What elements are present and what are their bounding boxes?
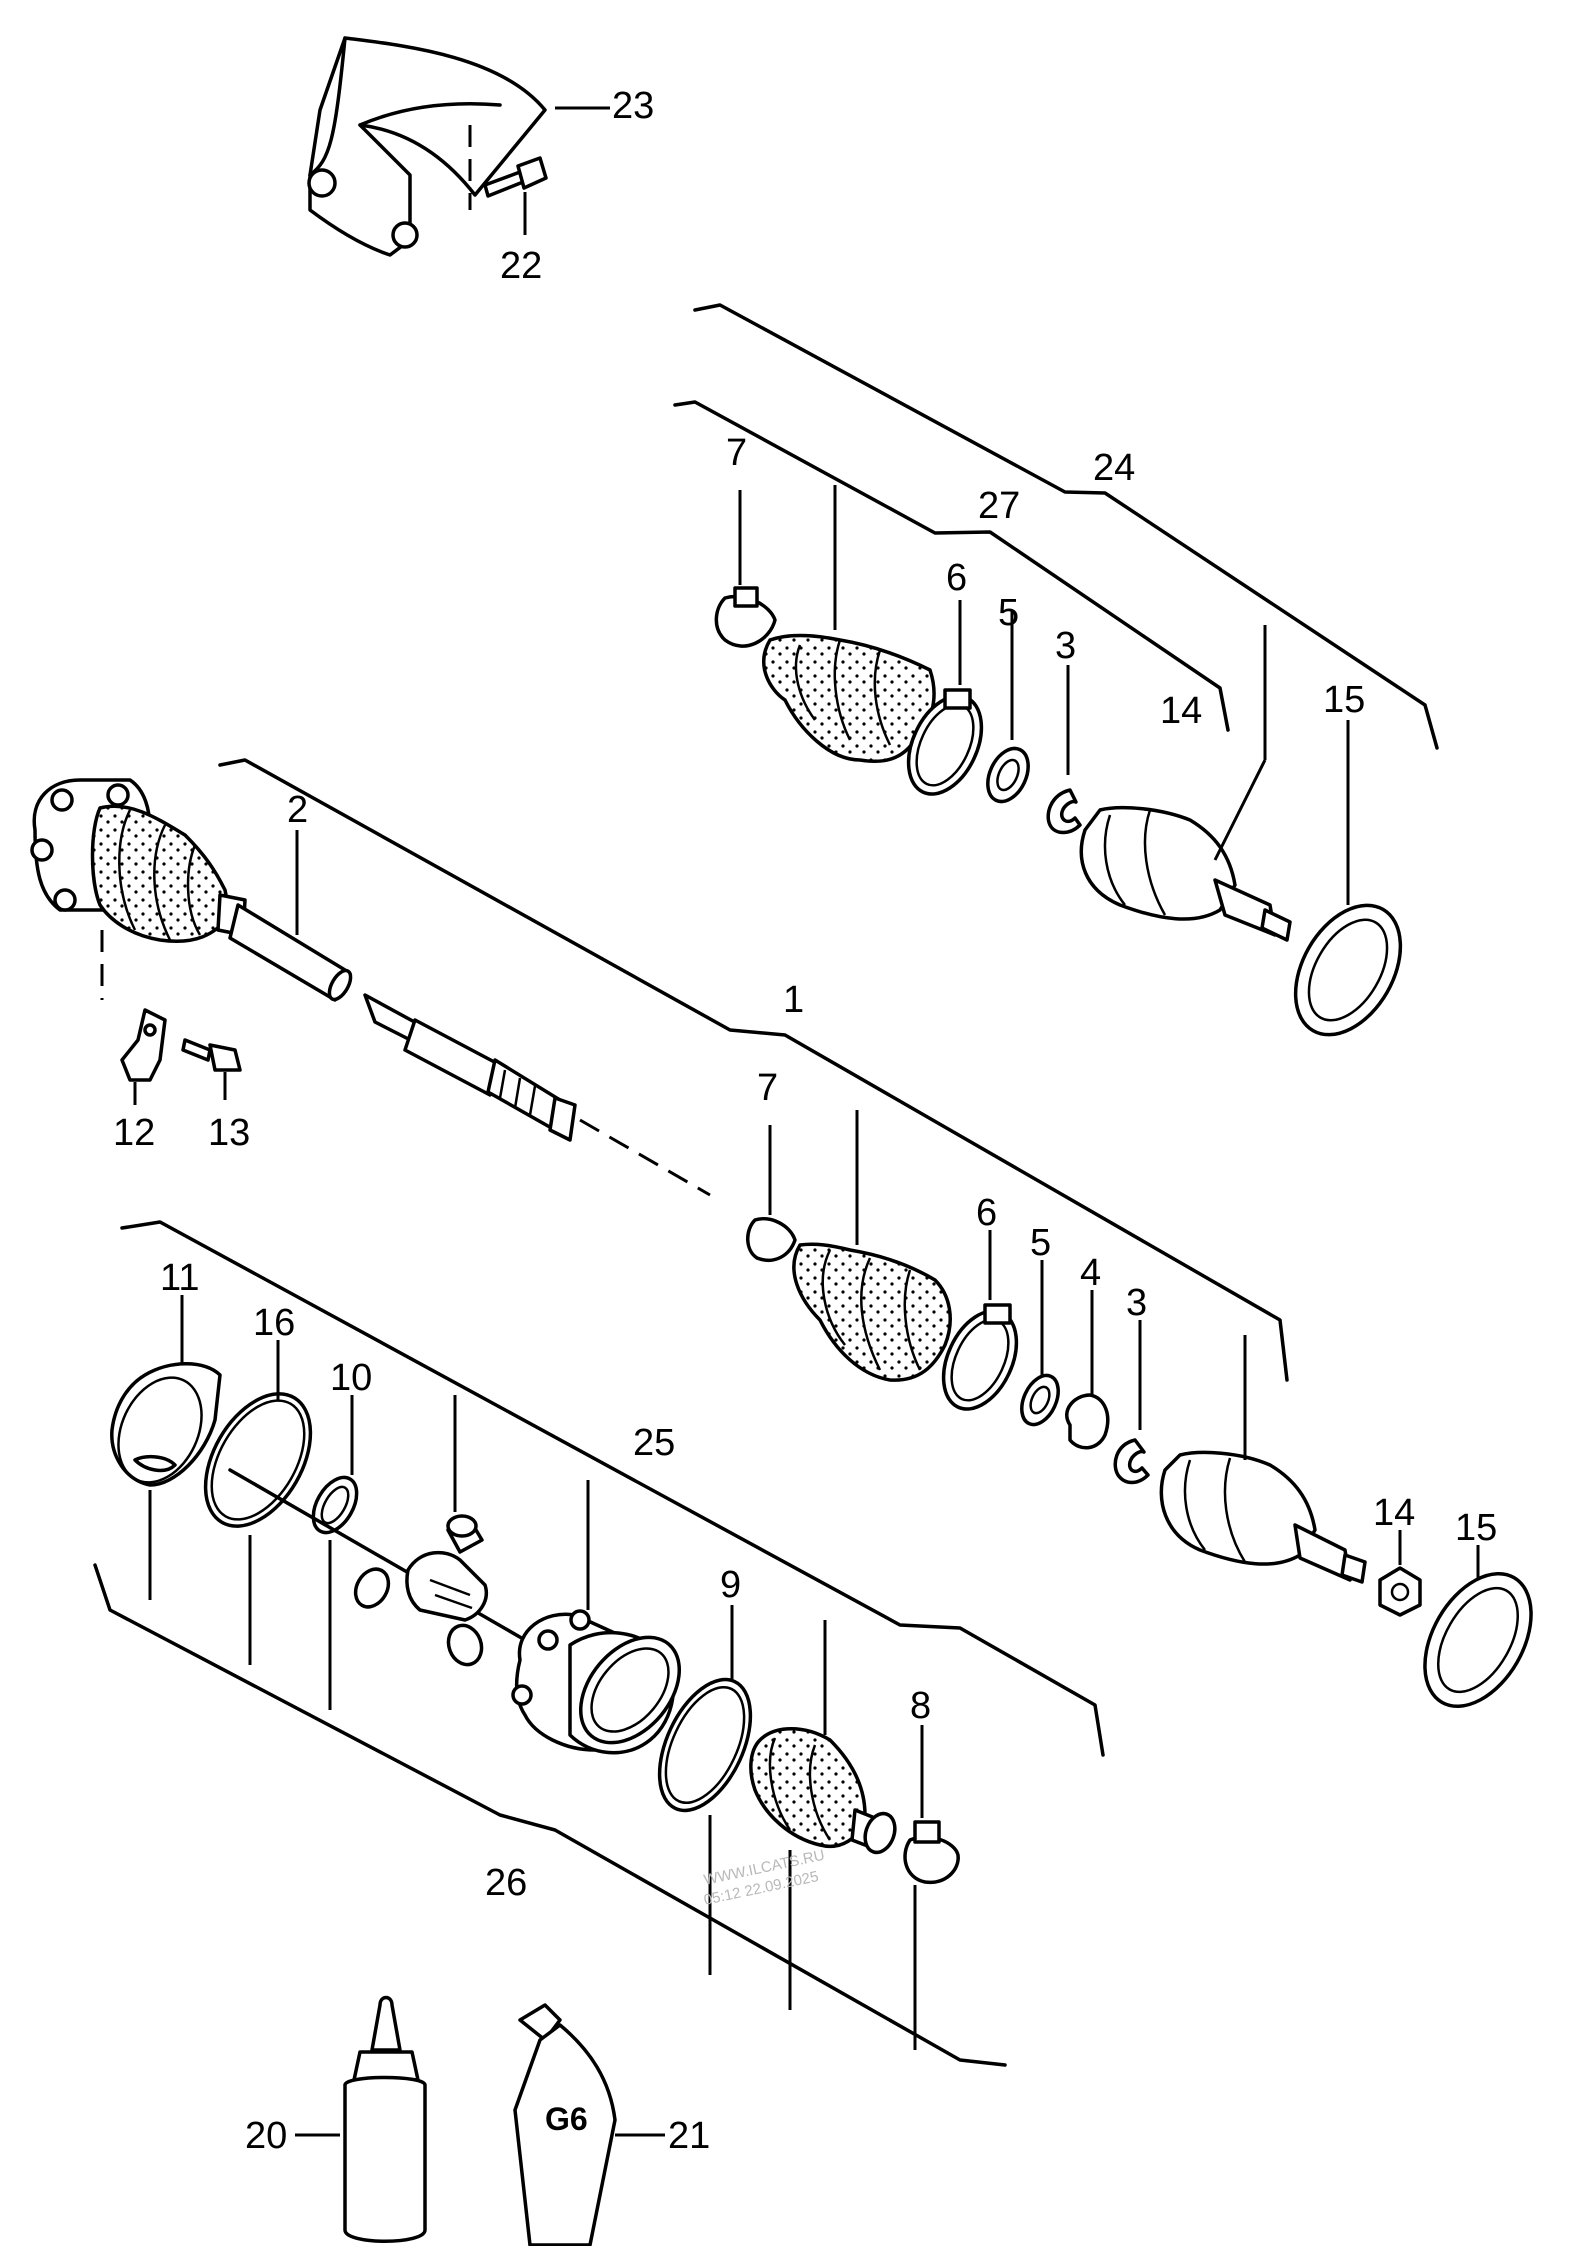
main-spacer-4 [1065, 1290, 1110, 1450]
callout-20: 20 [245, 2115, 287, 2157]
upper-clamp-6 [906, 600, 984, 796]
inner-joint-boot [749, 1620, 897, 1855]
gasket-16 [203, 1340, 313, 1665]
heat-shield [307, 36, 547, 257]
grease-tube: G6 [513, 2003, 665, 2246]
shaft-rear [363, 993, 577, 1142]
callout-4: 4 [1080, 1252, 1101, 1294]
callout-7-upper: 7 [726, 432, 747, 474]
callout-21: 21 [668, 2115, 710, 2157]
bracket-1 [218, 758, 1289, 1382]
upper-circlip-3 [1046, 665, 1082, 835]
main-washer-5 [1020, 1260, 1060, 1427]
cover-11 [110, 1295, 222, 1600]
callout-7-main: 7 [757, 1067, 778, 1109]
callout-14-upper: 14 [1160, 690, 1202, 732]
callout-12: 12 [113, 1112, 155, 1154]
callout-22: 22 [500, 245, 542, 287]
hub-nut-14 [1378, 1530, 1422, 1617]
clamp-9 [657, 1605, 753, 1813]
bracket-27 [673, 400, 1230, 732]
bracket-clip-12 [120, 1008, 167, 1105]
main-outer-joint [1159, 1335, 1367, 1584]
sealant-bottle [295, 1995, 427, 2243]
callout-11: 11 [160, 1257, 199, 1299]
main-clamp-6 [941, 1230, 1019, 1411]
bolt-13 [181, 1038, 242, 1100]
bracket-26 [120, 1220, 1105, 1757]
callout-13: 13 [208, 1112, 250, 1154]
callout-2: 2 [287, 789, 308, 831]
inner-boot [90, 804, 247, 943]
bracket-lower [93, 1563, 1007, 2067]
main-boot [792, 1110, 952, 1382]
callout-6-upper: 6 [946, 557, 967, 599]
shaft-front [228, 903, 353, 1002]
callout-6-main: 6 [976, 1192, 997, 1234]
shield-bolt [483, 156, 548, 235]
main-circlip-3 [1113, 1320, 1150, 1485]
tripod-spider [353, 1395, 488, 1667]
callout-27: 27 [978, 485, 1020, 527]
callout-14-main: 14 [1373, 1492, 1415, 1534]
upper-washer-5 [986, 610, 1030, 804]
upper-clip-7 [714, 490, 777, 648]
tube-label: G6 [545, 2101, 588, 2137]
callout-26: 26 [485, 1862, 527, 1904]
bracket-24 [693, 303, 1439, 750]
callout-15-upper: 15 [1323, 679, 1365, 721]
callout-15-main: 15 [1455, 1507, 1497, 1549]
callout-24: 24 [1093, 447, 1135, 489]
callout-5-main: 5 [1030, 1222, 1051, 1264]
callout-8: 8 [910, 1685, 931, 1727]
callout-3-main: 3 [1126, 1282, 1147, 1324]
callout-3-upper: 3 [1055, 625, 1076, 667]
callout-10: 10 [330, 1357, 372, 1399]
clip-8 [903, 1725, 960, 2050]
callout-25: 25 [633, 1422, 675, 1464]
callout-23: 23 [612, 85, 654, 127]
callout-9: 9 [720, 1564, 741, 1606]
main-seal-15 [1423, 1545, 1533, 1709]
callout-16: 16 [253, 1302, 295, 1344]
callout-1: 1 [783, 979, 804, 1021]
circlip-10 [311, 1395, 359, 1710]
upper-seal-15 [1293, 720, 1403, 1037]
upper-outer-joint [1079, 625, 1292, 942]
main-clip-7 [746, 1125, 797, 1262]
callout-5-upper: 5 [998, 592, 1019, 634]
inner-joint-housing [511, 1480, 682, 1755]
upper-boot [762, 485, 936, 763]
